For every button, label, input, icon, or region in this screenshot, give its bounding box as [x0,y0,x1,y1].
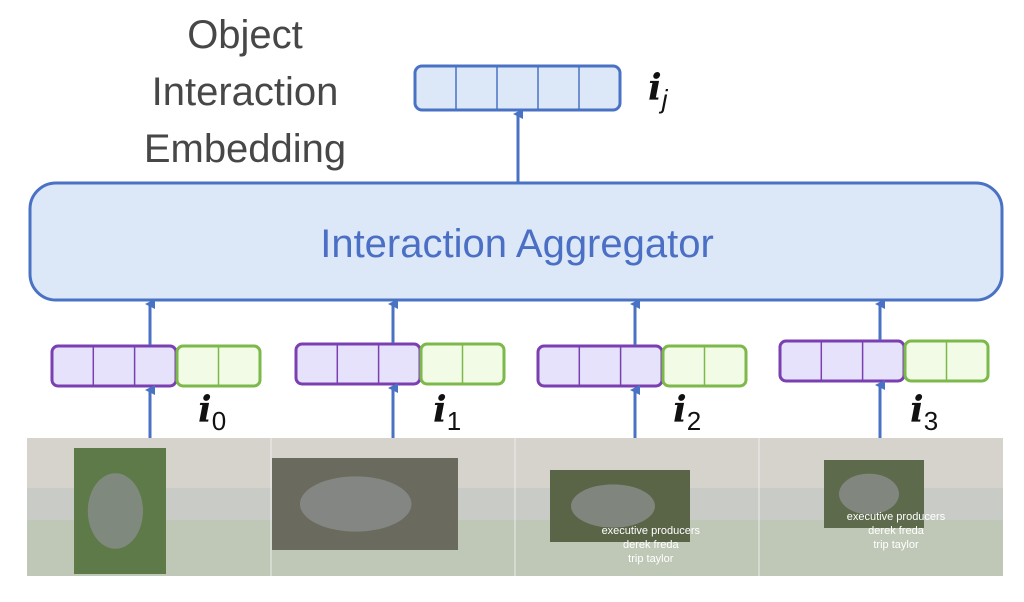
frame-caption: executive producers [847,511,946,523]
aggregator-label: Interaction Aggregator [320,222,714,266]
input-interaction-vector-3 [778,339,990,383]
video-frame-1 [270,438,515,576]
output-embedding-vector [413,64,622,112]
input-symbol-2: i2 [673,389,701,436]
title-line-3: Embedding [144,127,346,171]
object-feature-segment [50,344,178,388]
video-frame-0 [27,438,271,576]
input-symbol-0: i0 [198,389,226,436]
interaction-aggregator-box [28,181,1004,302]
frame-caption: derek freda [868,525,925,537]
frame-caption: derek freda [623,539,680,551]
input-symbol-3: i3 [910,389,938,436]
object-feature-segment [294,342,422,386]
object-feature-segment [778,339,906,383]
video-frame-2: executive producers derek freda trip taylo… [514,438,759,576]
video-frame-3: executive producers derek freda trip taylo… [758,438,1003,576]
input-interaction-vector-0 [50,344,262,388]
frame-caption: trip taylor [873,539,919,551]
video-frame-strip: executive producers derek freda trip taylo… [27,438,1003,576]
output-symbol: ij [648,67,669,114]
input-symbol-1: i1 [433,389,461,436]
frame-caption: trip taylor [628,553,674,565]
frame-caption: executive producers [602,525,701,537]
input-interaction-vector-2 [536,344,748,388]
title-line-1: Object [187,13,303,57]
title-line-2: Interaction [152,70,339,114]
input-interaction-vector-1 [294,342,506,386]
object-feature-segment [536,344,664,388]
